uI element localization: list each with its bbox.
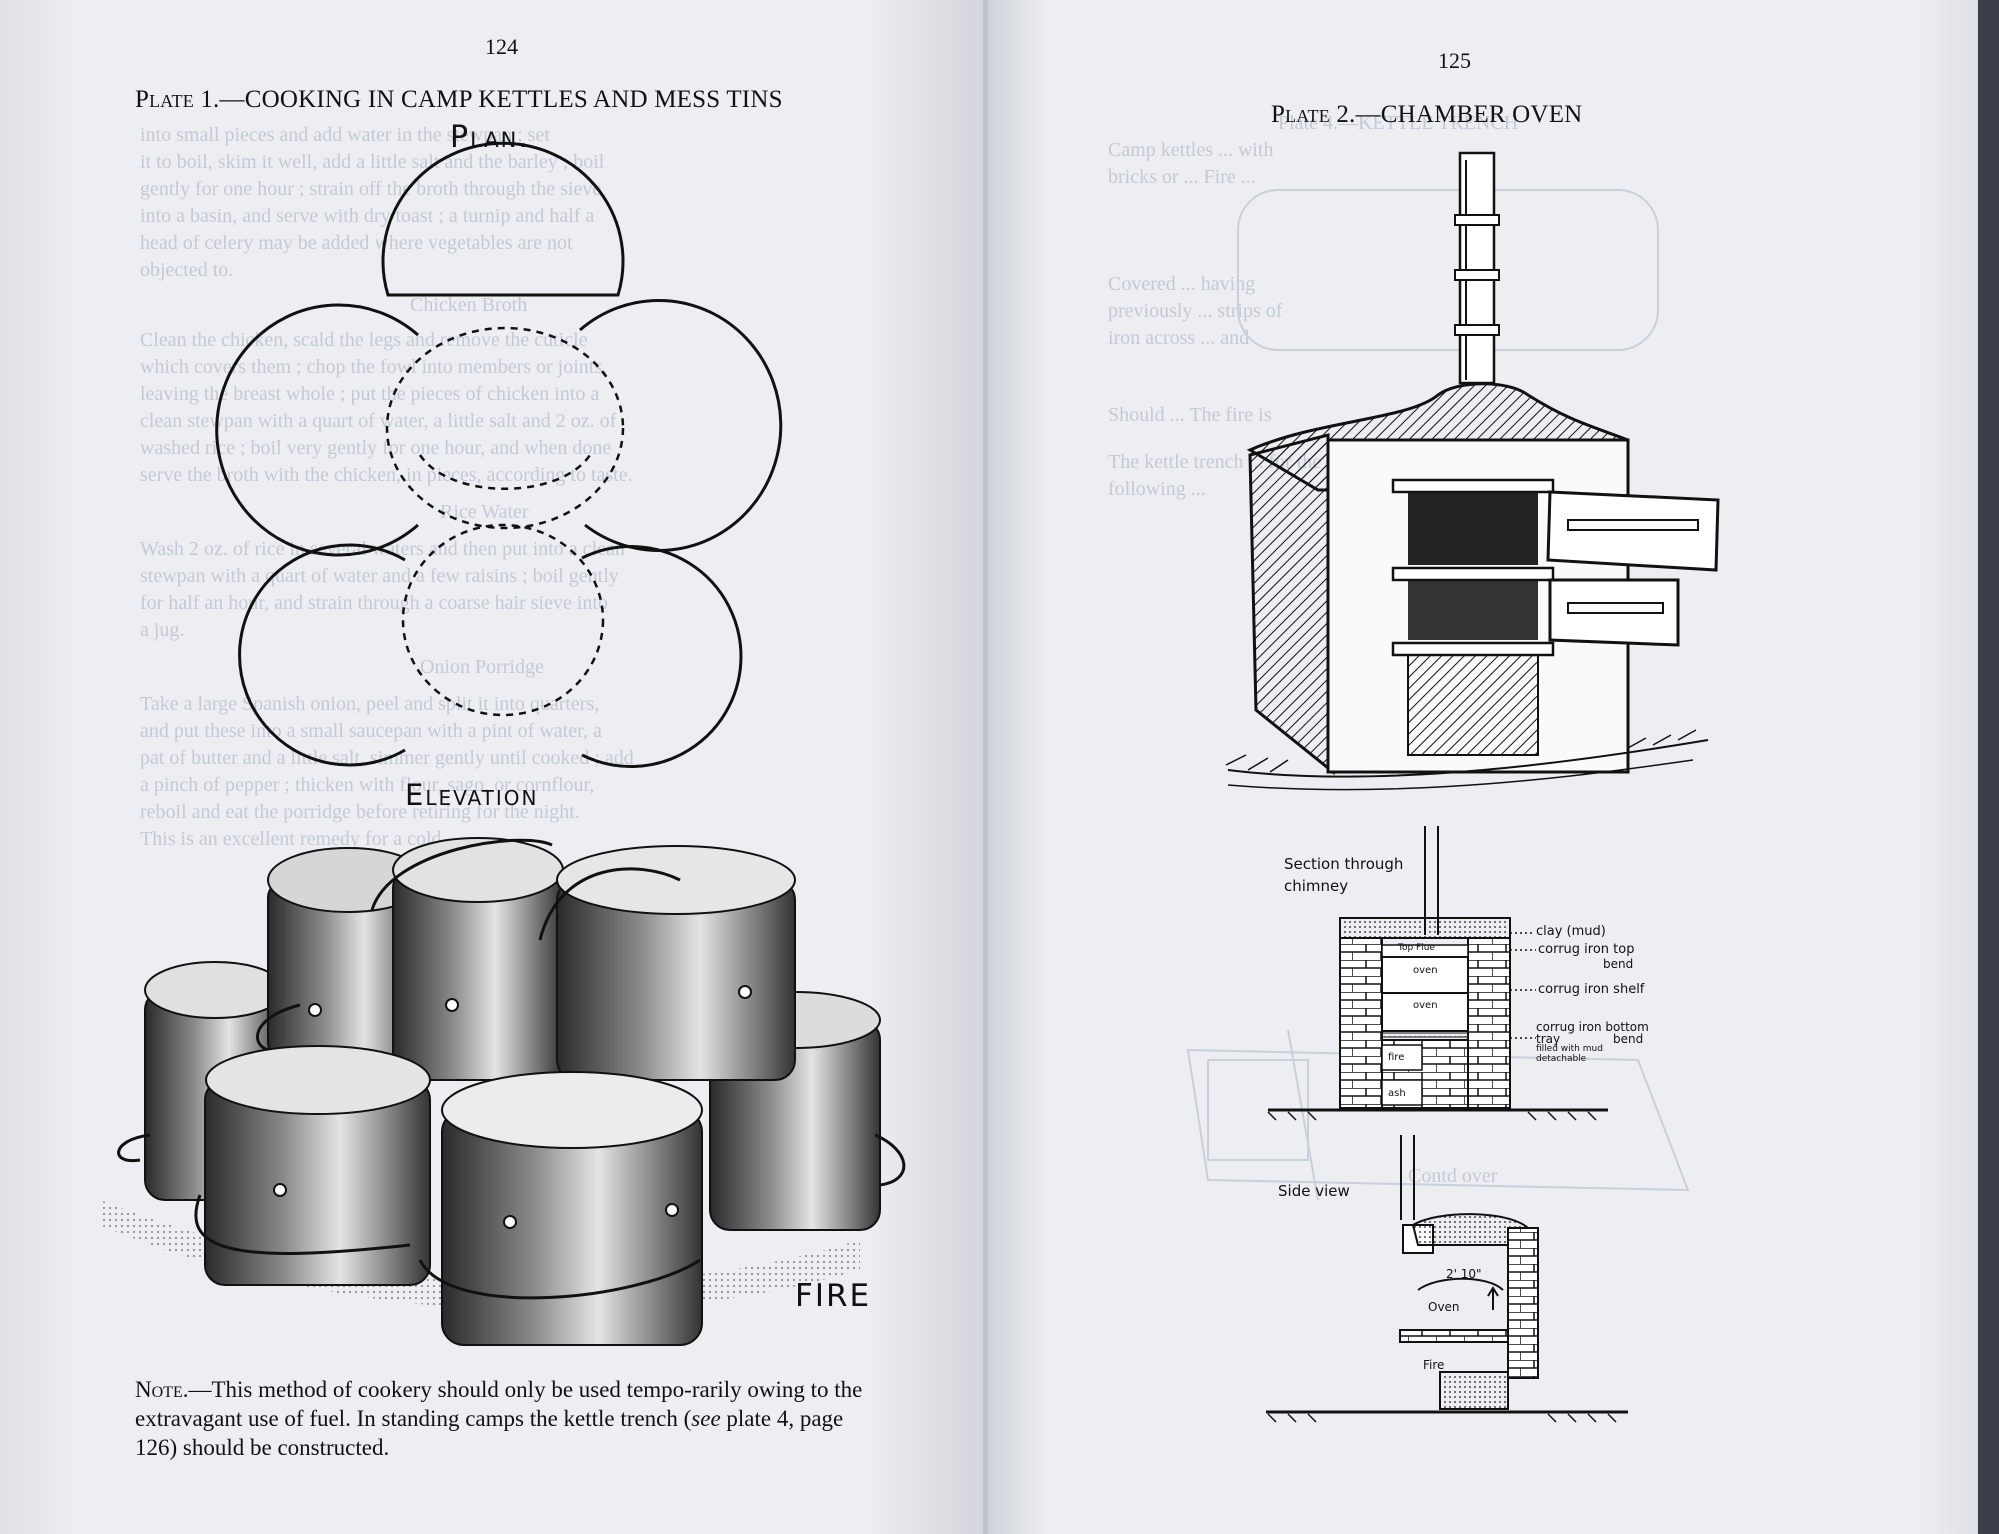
label-filled: filled with mud [1536, 1044, 1603, 1054]
note-text-1: —This method of cookery should only be u… [135, 1377, 863, 1431]
bleed-line: Covered ... having [1108, 273, 1256, 295]
label-oven-2: oven [1413, 1000, 1438, 1011]
section-wall-left [1339, 937, 1383, 1109]
plate-2-text: —CHAMBER OVEN [1355, 101, 1583, 128]
label-corrug-top: corrug iron top [1538, 942, 1635, 957]
bleed-line: a pinch of pepper ; thicken with flour, … [140, 774, 595, 796]
label-tray: tray [1536, 1032, 1561, 1046]
label-fire-side: Fire [1423, 1358, 1445, 1372]
oven-shelf-middle [1391, 566, 1555, 582]
kettle-bottom-left [194, 1045, 431, 1286]
oven-chamber-middle [1408, 580, 1538, 640]
bleed-line: stewpan with a quart of water and a few … [140, 565, 619, 587]
bleed-line: head of celery may be added where vegeta… [140, 232, 573, 254]
plan-kettle-left-upper [215, 303, 419, 557]
side-wall [1507, 1227, 1539, 1379]
label-corrug-bottom: corrug iron bottom [1536, 1020, 1649, 1034]
side-view-label: Side view [1278, 1182, 1350, 1200]
bleed-line: Camp kettles ... with [1108, 139, 1274, 161]
plan-diagram [215, 141, 783, 768]
left-bleed-through-text: into small pieces and add water in the s… [140, 122, 634, 853]
bleed-line: Should ... The fire is [1108, 404, 1272, 426]
oven-shelf-bottom [1391, 641, 1555, 657]
label-detachable: detachable [1536, 1054, 1587, 1064]
bleed-line: which covers them ; chop the fowl into m… [140, 356, 608, 378]
oven-chamber-upper [1408, 490, 1538, 565]
plate-1-note: Note.—This method of cookery should only… [135, 1375, 880, 1462]
page-number-right: 125 [1438, 48, 1471, 73]
fire-label: FIRE [795, 1278, 872, 1314]
bleed-line: and put these into a small saucepan with… [140, 720, 602, 742]
oven-chamber-ash [1407, 654, 1539, 756]
right-bleed-through-text: Plate 4.—KETTLE TRENCH Camp kettles ... … [1108, 110, 1518, 1190]
side-view-diagram [1266, 1135, 1628, 1423]
bleed-line: bricks or ... Fire ... [1108, 166, 1256, 188]
label-fire-section: fire [1388, 1052, 1405, 1063]
plan-kettle-top [381, 141, 625, 297]
elevation-label: Elevation [405, 778, 539, 812]
plate-1-text: —COOKING IN CAMP KETTLES AND MESS TINS [219, 86, 783, 113]
bleed-line: objected to. [140, 259, 234, 281]
bleed-line: reboil and eat the porridge before retir… [140, 801, 580, 823]
label-corrug-shelf: corrug iron shelf [1538, 982, 1645, 997]
label-bend-1: bend [1603, 957, 1634, 971]
bleed-line: iron across ... and [1108, 327, 1250, 349]
bleed-line: This is an excellent remedy for a cold. [140, 828, 447, 850]
plate-1-title: Plate 1.—COOKING IN CAMP KETTLES AND MES… [135, 86, 783, 114]
book-edge [1978, 0, 1999, 1534]
kettle-top-middle [370, 837, 564, 1081]
bleed-line: Chicken Broth [410, 294, 528, 316]
section-label-1: Section through [1284, 855, 1404, 873]
plate-2-prefix: Plate 2. [1271, 101, 1356, 128]
oven-ground [1227, 739, 1709, 778]
label-bend-2: bend [1613, 1032, 1644, 1046]
book-gutter [983, 0, 988, 1534]
bleed-line: Clean the chicken, scald the legs and re… [140, 329, 588, 351]
bleed-line: serve the broth with the chicken, in pie… [140, 464, 633, 486]
bleed-line: into a basin, and serve with dry toast ;… [140, 205, 595, 227]
right-page: Plate 4.—KETTLE TRENCH Camp kettles ... … [988, 0, 1978, 1534]
bleed-line: following ... [1108, 478, 1206, 500]
label-clay: clay (mud) [1536, 924, 1606, 939]
plate-2-title: Plate 2.—CHAMBER OVEN [1271, 101, 1582, 129]
section-diagram [1267, 826, 1608, 1121]
bleed-line: Onion Porridge [420, 656, 544, 678]
bleed-line: Contd over [1408, 1165, 1498, 1187]
plate-1-prefix: Plate 1. [135, 86, 220, 113]
kettle-top-right [538, 845, 796, 1081]
bleed-line: Plate 4.—KETTLE TRENCH [1278, 112, 1519, 134]
section-label-2: chimney [1284, 877, 1349, 895]
label-ash: ash [1388, 1088, 1406, 1099]
oven-shelf-top [1391, 478, 1555, 494]
note-prefix: Note. [135, 1377, 189, 1402]
plan-kettle-right-lower [581, 545, 743, 768]
kettle-top-left [256, 847, 429, 1061]
kettle-bottom-middle [418, 1071, 703, 1346]
bleed-line: Rice Water [440, 501, 529, 523]
plan-kettle-left-lower [238, 543, 406, 767]
bleed-line: a jug. [140, 619, 185, 641]
label-oven-side: Oven [1428, 1300, 1460, 1314]
bleed-line: into small pieces and add water in the s… [140, 124, 550, 146]
label-top-flue: Top Flue [1398, 943, 1435, 953]
chamber-oven-illustration [1225, 151, 1720, 791]
page-number-left: 124 [485, 34, 518, 59]
plan-hidden-kettle-1 [385, 326, 625, 530]
note-text-2: plate 4, page 126) should be constructed… [135, 1406, 844, 1460]
bleed-line: washed rice ; boil very gently for one h… [140, 437, 612, 459]
plan-hidden-kettle-2 [401, 523, 605, 717]
plan-kettle-right-upper [579, 299, 783, 552]
note-italic: see [691, 1406, 721, 1431]
left-page: into small pieces and add water in the s… [0, 0, 983, 1534]
bleed-line: leaving the breast whole ; put the piece… [140, 383, 600, 405]
label-oven-1: oven [1413, 965, 1438, 976]
bleed-line: clean stewpan with a quart of water, a l… [140, 410, 617, 432]
label-dimension: 2' 10" [1446, 1267, 1482, 1281]
bleed-line: it to boil, skim it well, add a little s… [140, 151, 605, 173]
section-wall-right [1467, 937, 1511, 1109]
elevation-illustration [100, 837, 906, 1346]
plan-hidden-rim [418, 454, 592, 490]
bleed-line: gently for one hour ; strain off the bro… [140, 178, 602, 200]
